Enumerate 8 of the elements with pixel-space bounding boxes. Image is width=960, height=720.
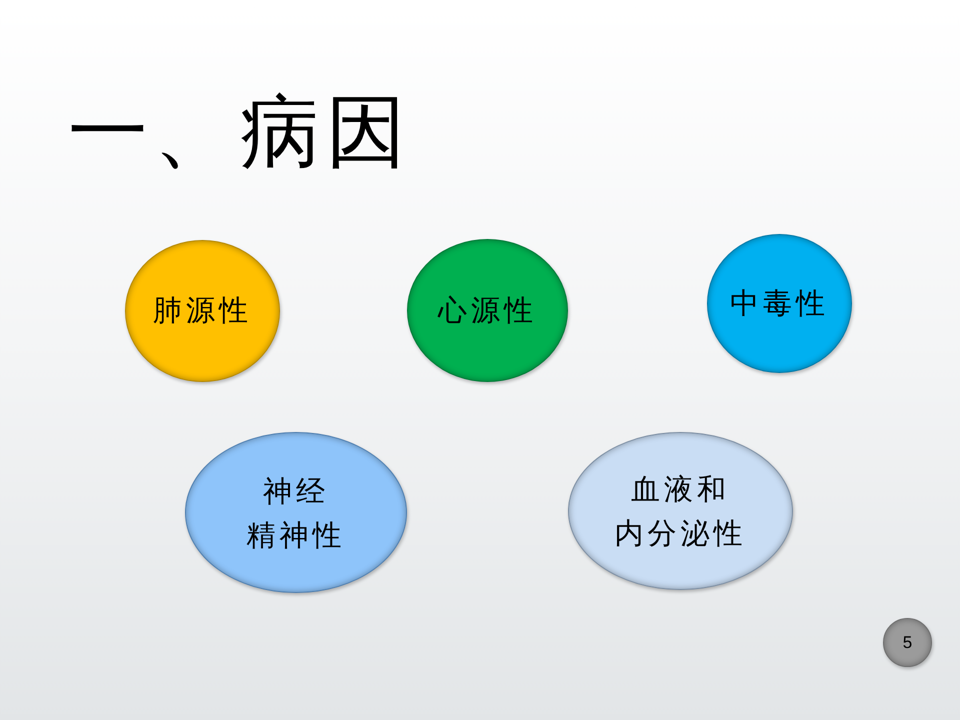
slide-title: 一、病因 [68, 84, 412, 180]
node-label: 中毒性 [730, 284, 829, 322]
page-number-circle [883, 618, 932, 667]
page-number: 5 [902, 632, 912, 654]
node-label: 肺源性 [153, 292, 252, 330]
node-label: 血液和内分泌性 [614, 471, 746, 552]
node-label: 心源性 [438, 292, 537, 329]
node-label: 神经精神性 [246, 472, 346, 554]
